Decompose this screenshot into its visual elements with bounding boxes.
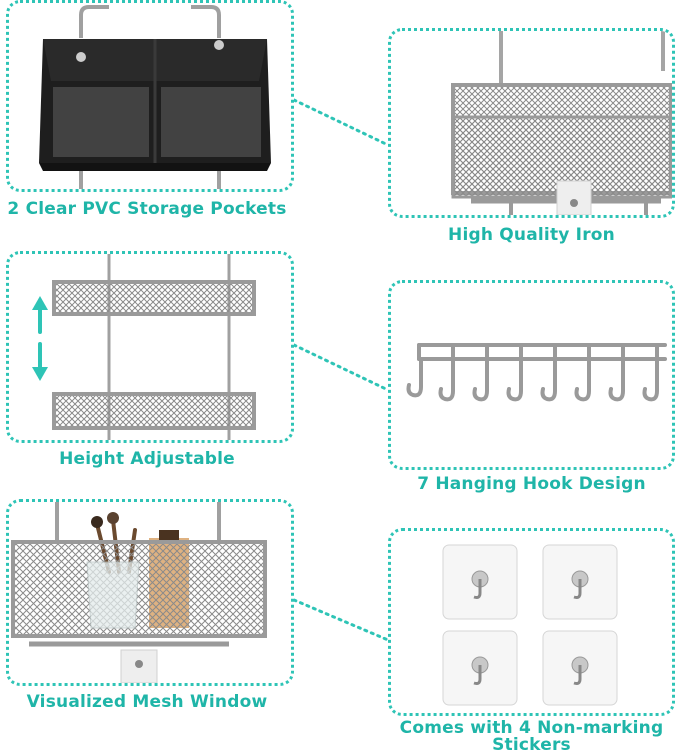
storage-pockets-illustration bbox=[39, 5, 271, 189]
feature-panel-mesh bbox=[6, 499, 294, 686]
hook-icon bbox=[574, 343, 591, 402]
sticker-icon bbox=[442, 630, 518, 706]
iron-mesh-basket-illustration bbox=[451, 31, 672, 215]
sticker-icon bbox=[542, 544, 618, 620]
hook-icon bbox=[472, 343, 489, 402]
feature-panel-height bbox=[6, 251, 294, 443]
hook-icon bbox=[608, 343, 625, 402]
caption-height: Height Adjustable bbox=[59, 449, 235, 469]
feature-panel-stickers bbox=[388, 528, 675, 716]
feature-panel-pockets bbox=[6, 0, 294, 192]
caption-iron: High Quality Iron bbox=[448, 225, 615, 245]
hook-icon bbox=[406, 357, 423, 398]
sticker-icon bbox=[542, 630, 618, 706]
caption-stickers: Comes with 4 Non-marking Stickers bbox=[399, 718, 664, 755]
feature-panel-hooks bbox=[388, 280, 675, 470]
adhesive-sticker-illustration bbox=[442, 544, 618, 706]
caption-hooks: 7 Hanging Hook Design bbox=[417, 474, 646, 494]
hook-icon bbox=[642, 343, 659, 402]
hook-icon bbox=[506, 343, 523, 402]
hook-rail-illustration bbox=[406, 343, 667, 402]
feature-panel-iron bbox=[388, 28, 675, 218]
sticker-icon bbox=[442, 544, 518, 620]
caption-pockets: 2 Clear PVC Storage Pockets bbox=[7, 199, 287, 219]
caption-mesh: Visualized Mesh Window bbox=[26, 692, 268, 712]
adjustable-baskets-illustration bbox=[32, 254, 256, 440]
hook-icon bbox=[438, 343, 455, 402]
hook-icon bbox=[540, 343, 557, 402]
mesh-basket-cosmetics-illustration bbox=[11, 502, 267, 683]
